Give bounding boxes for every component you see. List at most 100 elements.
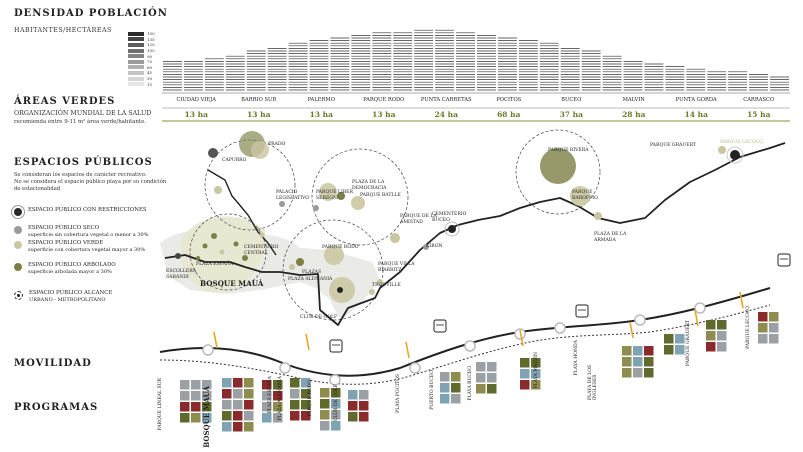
program-icon xyxy=(758,323,768,333)
place-label: PALACIO LEGISLATIVO xyxy=(276,190,310,201)
program-icon xyxy=(487,384,497,394)
program-icon xyxy=(301,389,311,399)
legend-desc: superficie arbolada mayor a 30% xyxy=(28,268,112,275)
density-legend-value: 75 xyxy=(147,59,153,65)
program-icon xyxy=(262,413,272,423)
legend-desc: URBANO - METROPOLITANO xyxy=(29,296,106,303)
program-label: CLUB DE GOLF xyxy=(334,384,339,422)
public-space-dot xyxy=(337,192,345,200)
legend-dot xyxy=(14,208,22,216)
density-legend-value: 60 xyxy=(147,64,153,70)
density-bar xyxy=(581,50,601,91)
density-legend-value: 135 xyxy=(147,36,155,42)
barrio-green-ha: 13 ha xyxy=(184,110,208,119)
program-icon xyxy=(273,391,283,401)
density-bar xyxy=(770,76,789,91)
program-icon-grid xyxy=(262,380,283,423)
density-legend-value: 15 xyxy=(147,81,153,87)
density-bar xyxy=(246,50,266,91)
program-label: PARQUE LINEAL SUR xyxy=(158,378,163,431)
density-bar xyxy=(163,61,182,91)
program-icon-grid xyxy=(706,320,727,352)
program-icon xyxy=(244,400,254,410)
program-icon-grid xyxy=(320,388,341,431)
legend-dot xyxy=(14,263,22,271)
density-bar xyxy=(560,48,580,91)
program-icon xyxy=(320,410,330,420)
program-label: PLAYA HONDA xyxy=(574,340,579,376)
legend-dot xyxy=(14,291,23,300)
density-bar xyxy=(749,74,769,91)
legend-dot xyxy=(14,226,22,234)
density-legend-row: 90 xyxy=(128,53,155,59)
program-icon xyxy=(320,421,330,431)
program-icon xyxy=(531,358,541,368)
program-icon xyxy=(273,380,283,390)
public-space-dot xyxy=(296,258,304,266)
legend-desc: superficie sin cobertura vegetal o menor… xyxy=(28,231,149,238)
program-icon-grid xyxy=(440,372,461,404)
program-icon xyxy=(440,394,450,404)
public-space-dot xyxy=(570,186,590,206)
public-space-dot xyxy=(251,141,269,159)
public-space-dot xyxy=(196,256,200,260)
density-swatch xyxy=(128,42,144,47)
program-icon xyxy=(487,373,497,383)
density-bar xyxy=(330,37,350,91)
density-bar xyxy=(477,35,496,91)
density-bar xyxy=(225,55,245,91)
place-label: PARQUE DE LA AMISTAD xyxy=(400,214,437,225)
barrio-green-ha: 13 ha xyxy=(309,110,333,119)
program-icon xyxy=(202,391,212,401)
public-space-dot xyxy=(390,233,400,243)
coast-line xyxy=(164,142,786,326)
program-icon xyxy=(769,334,779,344)
mobility-node xyxy=(202,344,214,356)
program-icon xyxy=(706,331,716,341)
program-icon xyxy=(191,380,201,390)
place-label: BOSQUE MAUÁ xyxy=(200,279,264,288)
public-space-dot xyxy=(337,287,343,293)
density-title: DENSIDAD POBLACIÓN xyxy=(14,8,168,19)
density-swatch xyxy=(128,82,144,87)
program-label: PLAYA POCITOS xyxy=(396,374,401,413)
public-space-dot xyxy=(214,186,222,194)
density-bar xyxy=(267,48,287,91)
public-space-dot xyxy=(444,221,460,237)
program-icon xyxy=(706,320,716,330)
program-icon xyxy=(476,373,486,383)
density-bar xyxy=(351,35,371,91)
program-icon xyxy=(348,401,358,411)
barrio-name: MALVIN xyxy=(622,97,645,103)
program-icon xyxy=(244,389,254,399)
mobility-node xyxy=(409,362,421,374)
program-icon xyxy=(520,369,530,379)
program-label: BOSQUE MAUÁ xyxy=(202,386,211,448)
legend-item: ESPACIO PÚBLICO CON RESTRICCIONES xyxy=(14,207,147,216)
legend-title: ESPACIO PÚBLICO SECO xyxy=(28,225,100,231)
public-space-dot xyxy=(289,264,295,270)
program-icon-grid xyxy=(520,358,541,390)
program-icon xyxy=(520,358,530,368)
program-icon xyxy=(622,346,632,356)
density-bars xyxy=(163,29,789,91)
density-bar xyxy=(309,40,329,91)
barrio-green-ha: 13 ha xyxy=(372,110,396,119)
program-icon xyxy=(520,380,530,390)
program-icon xyxy=(331,388,341,398)
public-space-dot xyxy=(324,245,344,265)
program-icon xyxy=(191,413,201,423)
program-label: PLAYA BUCEO xyxy=(468,366,473,401)
public-space-dot xyxy=(313,205,319,211)
density-legend-row: 60 xyxy=(128,65,155,71)
density-bar xyxy=(456,32,475,91)
program-label: PARQUE LECOCQ xyxy=(746,306,751,349)
mobility-route xyxy=(159,287,771,377)
public-space-dot xyxy=(211,233,217,239)
barrio-name: BUCEO xyxy=(561,97,582,103)
inner-edge-line xyxy=(207,169,277,256)
public-title: ESPACIOS PÚBLICOS xyxy=(14,157,153,168)
program-icon xyxy=(320,399,330,409)
mobility-node xyxy=(554,322,566,334)
